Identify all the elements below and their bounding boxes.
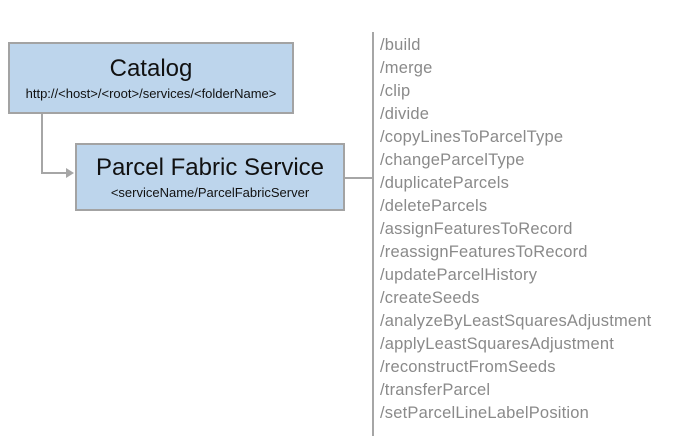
endpoint-list-divider (372, 32, 374, 436)
endpoint-item: /applyLeastSquaresAdjustment (380, 335, 614, 353)
endpoint-item: /transferParcel (380, 381, 491, 399)
endpoint-item: /merge (380, 59, 433, 77)
endpoint-item: /reassignFeaturesToRecord (380, 243, 588, 261)
endpoint-item: /analyzeByLeastSquaresAdjustment (380, 312, 652, 330)
endpoint-item: /updateParcelHistory (380, 266, 538, 284)
endpoint-item: /divide (380, 105, 430, 123)
catalog-node: Catalog http://<host>/<root>/services/<f… (8, 42, 294, 114)
service-title: Parcel Fabric Service (95, 154, 325, 182)
connector-horizontal-segment (41, 172, 67, 174)
arrowhead-icon (66, 168, 74, 178)
catalog-title: Catalog (109, 55, 193, 83)
endpoint-item: /build (380, 36, 421, 54)
parcel-fabric-service-node: Parcel Fabric Service <serviceName/Parce… (75, 143, 345, 211)
endpoint-item: /deleteParcels (380, 197, 488, 215)
endpoint-item: /changeParcelType (380, 151, 525, 169)
connector-service-to-list (345, 177, 372, 179)
service-url-template: <serviceName/ParcelFabricServer (110, 184, 310, 200)
endpoint-item: /setParcelLineLabelPosition (380, 404, 590, 422)
endpoint-item: /createSeeds (380, 289, 480, 307)
endpoint-item: /reconstructFromSeeds (380, 358, 556, 376)
endpoint-list: /build/merge/clip/divide/copyLinesToParc… (380, 34, 651, 425)
connector-vertical-segment (41, 114, 43, 174)
endpoint-item: /duplicateParcels (380, 174, 510, 192)
endpoint-item: /clip (380, 82, 411, 100)
endpoint-item: /copyLinesToParcelType (380, 128, 564, 146)
endpoint-item: /assignFeaturesToRecord (380, 220, 573, 238)
catalog-url-template: http://<host>/<root>/services/<folderNam… (25, 85, 277, 101)
